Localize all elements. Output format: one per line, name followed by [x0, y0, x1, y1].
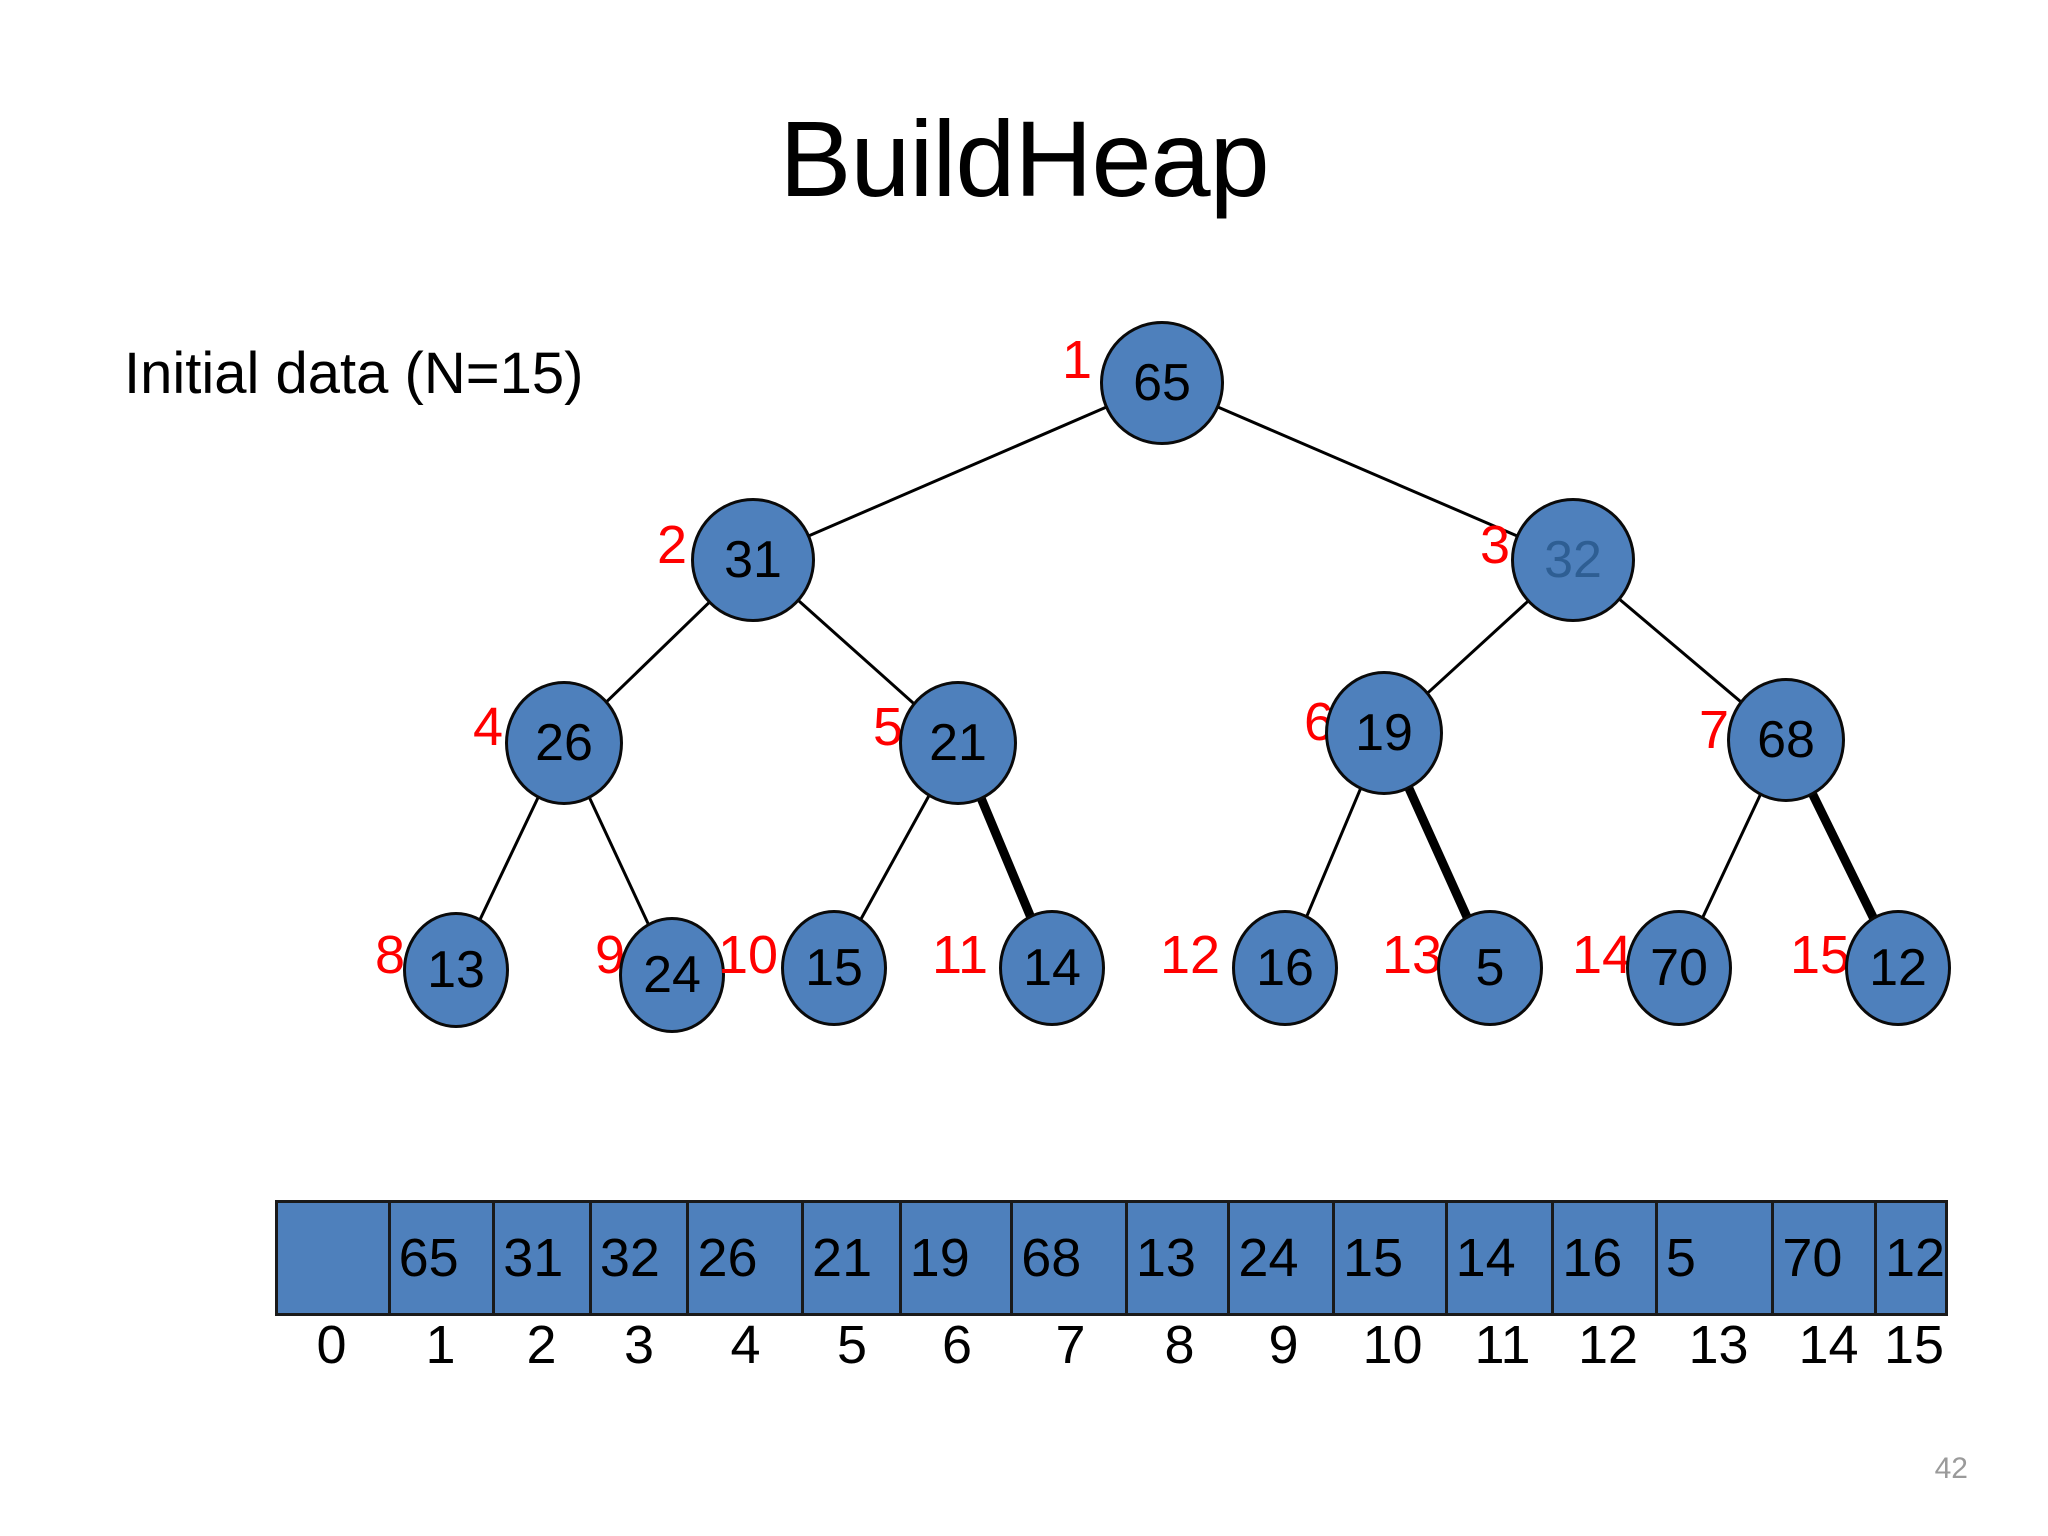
array-index-label: 7: [1055, 1315, 1086, 1375]
tree-node[interactable]: 12: [1845, 910, 1951, 1026]
tree-edge: [1423, 596, 1533, 698]
node-index-label: 1: [1062, 330, 1093, 390]
tree-node[interactable]: 68: [1727, 678, 1845, 802]
tree-edge: [602, 597, 714, 707]
array-cell[interactable]: 14: [1447, 1203, 1555, 1313]
node-index-label: 4: [473, 697, 504, 757]
array-cell[interactable]: 65: [390, 1203, 496, 1313]
array-cell[interactable]: 15: [1335, 1203, 1448, 1313]
tree-node[interactable]: 21: [899, 681, 1017, 805]
tree-edge: [1698, 788, 1765, 924]
tree-edge: [475, 791, 542, 926]
array-index-label: 12: [1577, 1315, 1639, 1375]
array-index-label: 3: [623, 1315, 655, 1375]
tree-edge: [1302, 782, 1365, 923]
array-index-label: 9: [1268, 1315, 1299, 1375]
tree-edge: [1805, 786, 1881, 926]
array-cell[interactable]: 5: [1657, 1203, 1775, 1313]
array-cell[interactable]: 24: [1230, 1203, 1336, 1313]
array-cell[interactable]: 31: [495, 1203, 592, 1313]
tree-node[interactable]: 31: [691, 498, 815, 622]
page-number: 42: [1934, 1452, 1968, 1485]
tree-node[interactable]: 32: [1511, 498, 1635, 622]
tree-edge: [793, 596, 919, 708]
node-index-label: 14: [1572, 925, 1633, 985]
tree-node[interactable]: 26: [505, 681, 623, 805]
tree-edge: [856, 790, 934, 926]
node-index-label: 7: [1699, 700, 1730, 760]
node-index-label: 3: [1480, 515, 1511, 575]
array-index-label: 13: [1688, 1315, 1749, 1375]
tree-node[interactable]: 19: [1325, 671, 1443, 795]
array-index-label: 15: [1883, 1315, 1945, 1375]
tree-node[interactable]: 70: [1626, 910, 1732, 1026]
initial-data-caption: Initial data (N=15): [124, 341, 584, 406]
tree-node[interactable]: 14: [999, 910, 1105, 1026]
node-index-label: 11: [932, 925, 989, 985]
array-index-label: 2: [526, 1315, 557, 1375]
array-index-label: 1: [425, 1315, 456, 1375]
page-title: BuildHeap: [779, 98, 1269, 220]
tree-edge: [1402, 780, 1474, 925]
node-index-label: 2: [657, 515, 688, 575]
tree-node[interactable]: 24: [619, 917, 725, 1033]
array-cell[interactable]: 19: [901, 1203, 1014, 1313]
array-cell[interactable]: 21: [804, 1203, 902, 1313]
tree-node[interactable]: 13: [403, 912, 509, 1028]
tree-node[interactable]: 16: [1232, 910, 1338, 1026]
array-cell[interactable]: [278, 1203, 391, 1313]
tree-edge: [1614, 595, 1746, 706]
array-index-label: 4: [730, 1315, 761, 1375]
node-index-label: 12: [1160, 925, 1221, 985]
tree-edge: [585, 791, 653, 931]
tree-edge: [1212, 403, 1523, 540]
tree-edge: [974, 791, 1038, 925]
array-index-label: 14: [1798, 1315, 1859, 1375]
array-cell[interactable]: 26: [689, 1203, 805, 1313]
array-cell[interactable]: 70: [1774, 1203, 1877, 1313]
array-index-label: 0: [316, 1315, 347, 1375]
node-index-label: 5: [873, 697, 904, 757]
tree-node[interactable]: 65: [1100, 321, 1224, 445]
array-index-label: 8: [1164, 1315, 1195, 1375]
array-cell[interactable]: 32: [591, 1203, 690, 1313]
node-index-label: 8: [375, 925, 406, 985]
array-cell[interactable]: 13: [1127, 1203, 1231, 1313]
tree-node[interactable]: 15: [781, 910, 887, 1026]
array-index-label: 6: [941, 1315, 973, 1375]
array-cell[interactable]: 16: [1554, 1203, 1658, 1313]
array-cell[interactable]: 12: [1876, 1203, 1945, 1313]
node-index-label: 13: [1382, 925, 1443, 985]
node-index-label: 10: [718, 925, 779, 985]
array-index-label: 10: [1362, 1315, 1423, 1375]
array-index-label: 5: [836, 1315, 868, 1375]
tree-edge: [803, 403, 1112, 540]
array-cell[interactable]: 68: [1013, 1203, 1128, 1313]
node-index-label: 15: [1790, 925, 1851, 985]
tree-node[interactable]: 5: [1437, 910, 1543, 1026]
array-index-label: 11: [1474, 1315, 1531, 1375]
